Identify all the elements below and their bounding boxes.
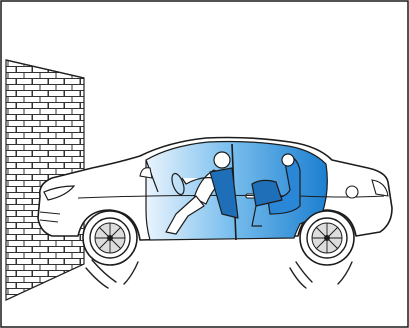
wheel-icon [83,211,137,265]
wheel-icon [300,211,354,265]
fuel-cap [346,186,358,198]
